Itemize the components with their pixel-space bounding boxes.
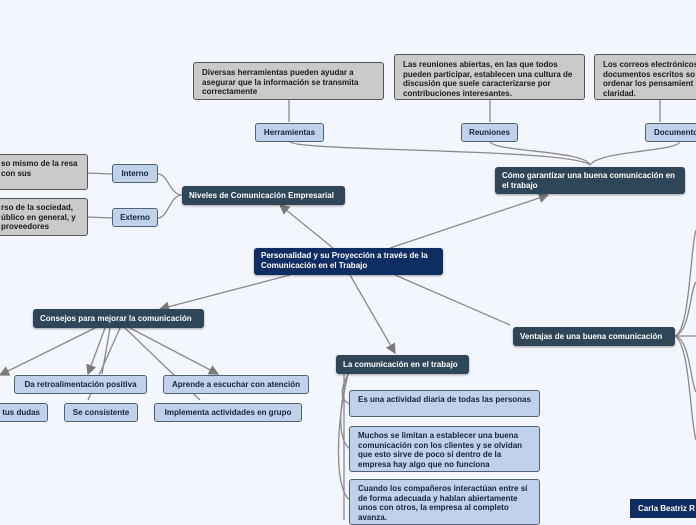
- subtopic-documentos-label: Documento: [654, 127, 696, 137]
- topic-consejos-label: Consejos para mejorar la comunicación: [40, 313, 192, 323]
- tip-actividades-label: Implementa actividades en grupo: [164, 407, 292, 417]
- tip-retroalimentacion-label: Da retroalimentación positiva: [24, 379, 137, 389]
- subtopic-documentos[interactable]: Documento: [645, 123, 696, 142]
- subtopic-reuniones-label: Reuniones: [469, 127, 510, 137]
- tip-retroalimentacion[interactable]: Da retroalimentación positiva: [14, 375, 147, 394]
- topic-garantizar-label: Cómo garantizar una buena comunicación e…: [502, 171, 675, 190]
- topic-ventajas[interactable]: Ventajas de una buena comunicación: [513, 327, 675, 346]
- subtopic-interno[interactable]: Interno: [112, 164, 158, 183]
- note-documentos-text: Los correos electrónicos documentos escr…: [603, 60, 696, 98]
- fact-clientes-text: Muchos se limitan a establecer una buena…: [358, 431, 523, 469]
- tip-actividades[interactable]: Implementa actividades en grupo: [154, 403, 302, 422]
- note-externo[interactable]: rso de la sociedad, úblico en general, y…: [0, 198, 88, 236]
- fact-companeros[interactable]: Cuando los compañeros interactúan entre …: [349, 479, 540, 525]
- author-badge: Carla Beatriz R: [630, 499, 696, 518]
- central-topic[interactable]: Personalidad y su Proyección a través de…: [254, 248, 443, 275]
- note-herramientas[interactable]: Diversas herramientas pueden ayudar a as…: [193, 62, 384, 100]
- fact-companeros-text: Cuando los compañeros interactúan entre …: [358, 484, 528, 522]
- tip-escuchar[interactable]: Aprende a escuchar con atención: [163, 375, 309, 394]
- fact-actividad-diaria[interactable]: Es una actividad diaria de todas las per…: [349, 390, 540, 417]
- author-name: Carla Beatriz R: [638, 504, 695, 513]
- note-interno-text: so mismo de la resa con sus: [1, 159, 78, 178]
- topic-comunicacion-trabajo[interactable]: La comunicación en el trabajo: [336, 355, 469, 374]
- note-interno[interactable]: so mismo de la resa con sus: [0, 154, 88, 190]
- note-herramientas-text: Diversas herramientas pueden ayudar a as…: [202, 68, 359, 96]
- topic-comunicacion-trabajo-label: La comunicación en el trabajo: [343, 359, 458, 369]
- subtopic-externo-label: Externo: [120, 212, 150, 222]
- fact-actividad-diaria-text: Es una actividad diaria de todas las per…: [358, 395, 531, 404]
- note-documentos[interactable]: Los correos electrónicos documentos escr…: [594, 54, 696, 100]
- topic-niveles[interactable]: Niveles de Comunicación Empresarial: [182, 186, 345, 205]
- subtopic-interno-label: Interno: [121, 168, 149, 178]
- note-reuniones[interactable]: Las reuniones abiertas, en las que todos…: [394, 54, 585, 100]
- tip-escuchar-label: Aprende a escuchar con atención: [171, 379, 301, 389]
- topic-consejos[interactable]: Consejos para mejorar la comunicación: [33, 309, 204, 328]
- subtopic-reuniones[interactable]: Reuniones: [461, 123, 518, 142]
- topic-ventajas-label: Ventajas de una buena comunicación: [520, 331, 663, 341]
- tip-consistente[interactable]: Se consistente: [64, 403, 138, 422]
- note-reuniones-text: Las reuniones abiertas, en las que todos…: [403, 60, 573, 98]
- topic-niveles-label: Niveles de Comunicación Empresarial: [189, 190, 334, 200]
- tip-dudas-label: tus dudas: [2, 407, 40, 417]
- tip-consistente-label: Se consistente: [72, 407, 130, 417]
- note-externo-text: rso de la sociedad, úblico en general, y…: [1, 203, 76, 231]
- topic-garantizar[interactable]: Cómo garantizar una buena comunicación e…: [495, 167, 685, 194]
- subtopic-herramientas[interactable]: Herramientas: [255, 123, 324, 142]
- fact-clientes[interactable]: Muchos se limitan a establecer una buena…: [349, 426, 540, 472]
- subtopic-externo[interactable]: Externo: [112, 208, 158, 227]
- subtopic-herramientas-label: Herramientas: [263, 127, 316, 137]
- tip-dudas[interactable]: tus dudas: [0, 403, 48, 422]
- central-topic-label: Personalidad y su Proyección a través de…: [261, 251, 428, 270]
